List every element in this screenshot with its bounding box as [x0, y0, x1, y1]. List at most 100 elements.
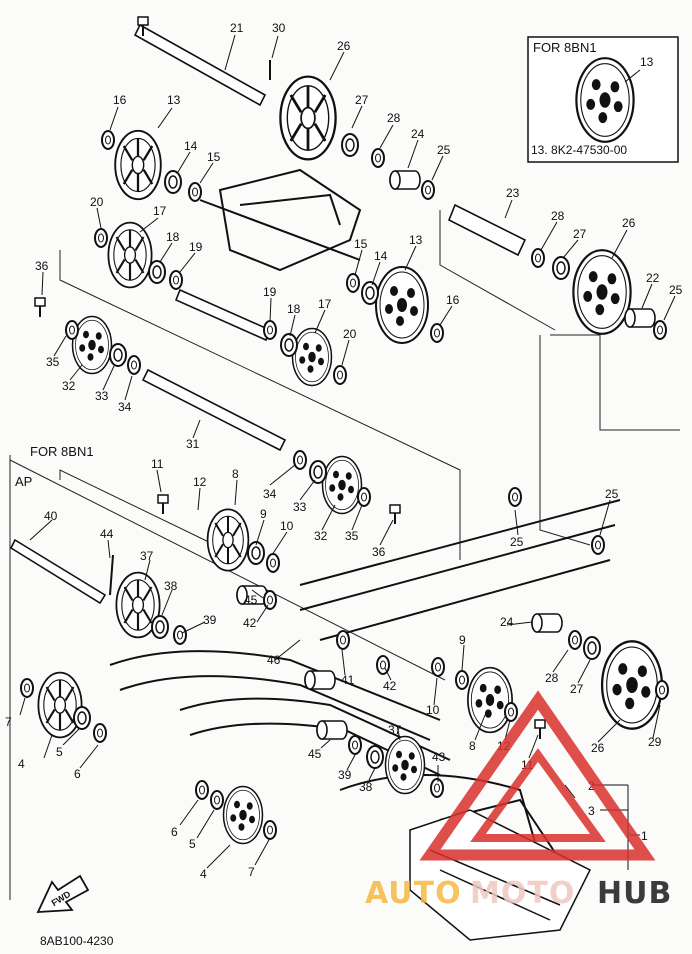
callout-39: 39 — [203, 613, 217, 627]
front-arrow: FWD — [36, 874, 90, 913]
callout-28: 28 — [387, 111, 401, 125]
callout-33: 33 — [95, 389, 109, 403]
bolts — [34, 16, 546, 740]
callout-33b: 33 — [293, 500, 307, 514]
callout-12: 12 — [193, 475, 207, 489]
callout-26c: 26 — [591, 741, 605, 755]
callout-15b: 15 — [354, 237, 368, 251]
watermark-text-b: MOTO — [470, 876, 575, 911]
wheel-13 — [114, 129, 162, 201]
inset-part-number: 13. 8K2-47530-00 — [531, 143, 627, 157]
callout-36b: 36 — [372, 545, 386, 559]
callout-25c: 25 — [510, 535, 524, 549]
callout-25b: 25 — [669, 283, 683, 297]
callout-45: 45 — [244, 593, 258, 607]
callout-14: 14 — [184, 139, 198, 153]
callout-34b: 34 — [263, 487, 277, 501]
callout-39b: 39 — [338, 768, 352, 782]
callout-11: 11 — [151, 457, 164, 471]
watermark-logo: AUTO MOTO HUB — [365, 690, 672, 911]
callout-14b: 14 — [374, 249, 388, 263]
watermark-text-c: HUB — [597, 876, 672, 911]
callout-7b: 7 — [248, 865, 255, 879]
callout-18b: 18 — [287, 302, 301, 316]
callout-44: 44 — [100, 527, 114, 541]
callout-6b: 6 — [171, 825, 178, 839]
callout-17: 17 — [153, 204, 167, 218]
callout-28b: 28 — [551, 209, 565, 223]
callout-22: 22 — [646, 271, 660, 285]
callout-34: 34 — [118, 400, 132, 414]
callout-27b: 27 — [573, 227, 587, 241]
callout-27: 27 — [355, 93, 369, 107]
callout-5b: 5 — [189, 837, 196, 851]
inset-part-label: 13 — [640, 55, 654, 69]
callout-31: 31 — [186, 437, 200, 451]
wheel-8 — [206, 508, 250, 572]
callout-13b: 13 — [409, 233, 423, 247]
variant-code: AP — [15, 474, 32, 489]
callout-26: 26 — [337, 39, 351, 53]
wheel-4-lower — [222, 785, 264, 845]
figure-code: 8AB100-4230 — [40, 934, 114, 948]
callout-46: 46 — [267, 653, 281, 667]
callout-24: 24 — [411, 127, 425, 141]
callout-25: 25 — [437, 143, 451, 157]
callout-15: 15 — [207, 150, 221, 164]
wheel-8-right — [467, 666, 513, 734]
callout-16: 16 — [113, 93, 127, 107]
callout-37: 37 — [140, 549, 154, 563]
callout-8: 8 — [232, 467, 239, 481]
callout-32: 32 — [62, 379, 76, 393]
callout-1: 1 — [641, 829, 648, 843]
callout-8b: 8 — [469, 739, 476, 753]
callout-42b: 42 — [383, 679, 397, 693]
callout-32b: 32 — [314, 529, 328, 543]
wheel-26-upper — [279, 75, 337, 161]
callout-6: 6 — [74, 767, 81, 781]
wheel-32-left — [71, 315, 113, 375]
front-arrow-icon — [36, 874, 90, 913]
track-segment — [409, 809, 592, 941]
inset-box: FOR 8BN1 13 13. 8K2-47530-00 — [527, 36, 679, 163]
callout-5: 5 — [56, 745, 63, 759]
callout-20: 20 — [90, 195, 104, 209]
callout-42: 42 — [243, 616, 257, 630]
callout-29: 29 — [648, 735, 662, 749]
callout-25d: 25 — [605, 487, 619, 501]
callout-43: 43 — [432, 750, 446, 764]
wheel-32-mid — [321, 455, 363, 515]
callout-10b: 10 — [426, 703, 440, 717]
callout-4b: 4 — [200, 867, 207, 881]
callout-18: 18 — [166, 230, 180, 244]
callout-7: 7 — [5, 715, 12, 729]
callout-40: 40 — [44, 509, 58, 523]
callout-38b: 38 — [359, 780, 373, 794]
callout-10: 10 — [280, 519, 294, 533]
slide-rail-frame — [109, 168, 621, 881]
callout-26b: 26 — [622, 216, 636, 230]
callout-20b: 20 — [343, 327, 357, 341]
wheel-17-upper — [107, 221, 153, 289]
callout-24b: 24 — [500, 615, 514, 629]
wheel-13-right — [375, 266, 429, 344]
callout-41: 41 — [341, 673, 355, 687]
callout-36: 36 — [35, 259, 49, 273]
callout-28c: 28 — [545, 671, 559, 685]
callout-27c: 27 — [570, 682, 584, 696]
callout-3: 3 — [588, 804, 595, 818]
wheel-37-right — [384, 735, 426, 795]
wheel-26-right — [572, 249, 632, 335]
callout-4: 4 — [18, 757, 25, 771]
callout-35: 35 — [46, 355, 60, 369]
wheel-4-left — [37, 671, 83, 739]
callout-9b: 9 — [459, 633, 466, 647]
callout-35b: 35 — [345, 529, 359, 543]
variant-note: FOR 8BN1 — [30, 444, 94, 459]
callout-45b: 45 — [308, 747, 322, 761]
callout-13: 13 — [167, 93, 181, 107]
callout-19: 19 — [189, 240, 203, 254]
wheel-26-lower — [600, 640, 664, 730]
inset-wheel-icon — [575, 57, 635, 143]
